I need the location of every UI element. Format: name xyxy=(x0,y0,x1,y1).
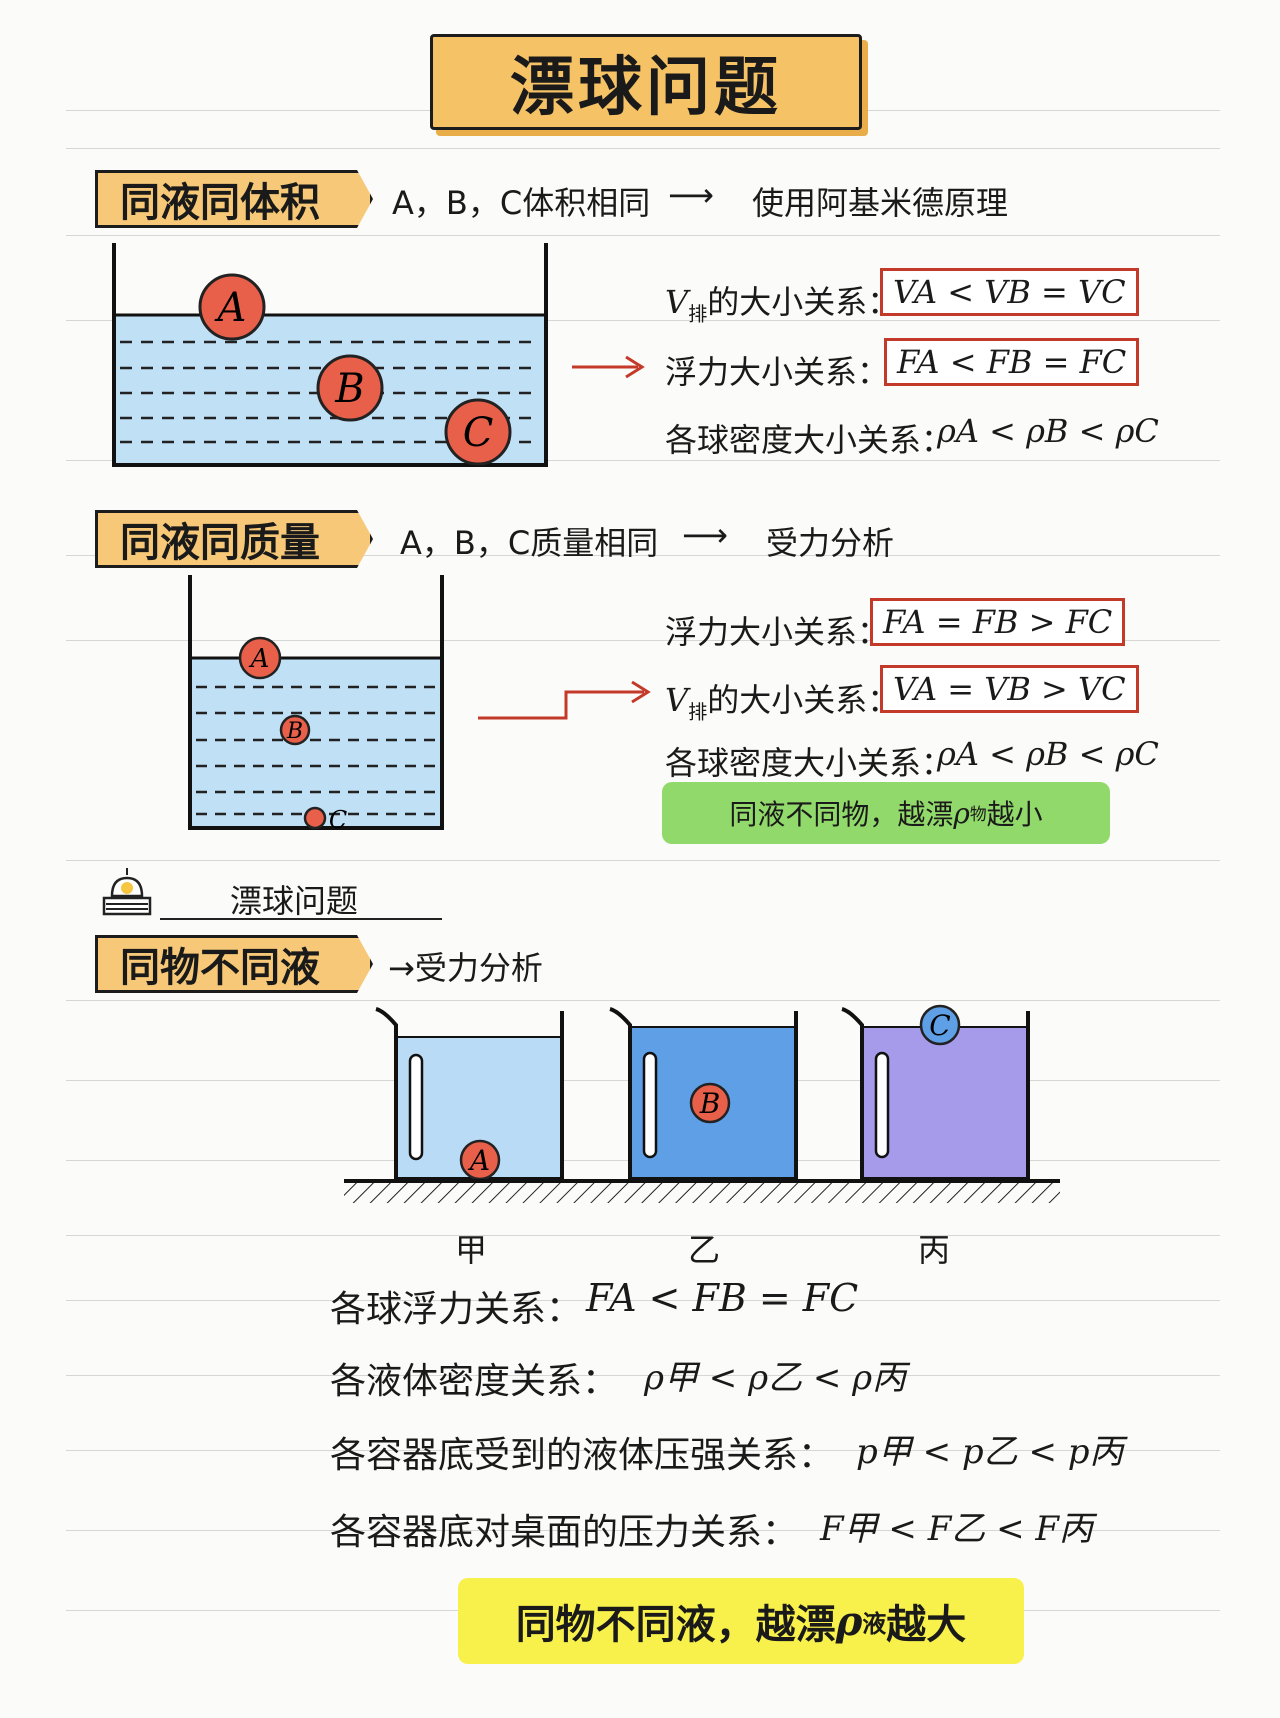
section2-tag: 同液同质量 xyxy=(95,510,373,568)
s3-line2-label: 各液体密度关系： xyxy=(330,1361,619,1402)
s2-row2-label: V排的大小关系： xyxy=(665,681,900,724)
ball-c-label: C xyxy=(929,1009,950,1042)
lamp-icon xyxy=(102,868,152,916)
ball-c xyxy=(303,806,327,830)
ball-a-label: A xyxy=(214,285,247,331)
ball-c xyxy=(444,398,512,466)
s3-line2-formula: ρ甲 < ρ乙 < ρ丙 xyxy=(644,1358,907,1398)
s1-row1-formula: VA < VB = VC xyxy=(880,268,1139,316)
s1-row2-formula: FA < FB = FC xyxy=(884,338,1140,386)
beaker-jia xyxy=(375,1007,564,1181)
section3-method: →受力分析 xyxy=(388,949,543,987)
beaker-bing xyxy=(841,1004,1030,1181)
beaker-label-yi: 乙 xyxy=(688,1231,721,1269)
mini-heading-underline xyxy=(160,918,442,920)
section1-tag: 同液同体积 xyxy=(95,170,373,228)
container-diagram-2: A B C xyxy=(188,575,444,834)
s1-row2-label: 浮力大小关系： xyxy=(665,353,890,391)
ball-a xyxy=(238,636,282,680)
page-title-box: 漂球问题 xyxy=(430,34,862,130)
ball-b-label: B xyxy=(334,366,364,412)
s1-row3-formula: ρA < ρB < ρC xyxy=(937,412,1159,450)
beaker-yi xyxy=(609,1007,798,1181)
s3-line3-formula: p甲 < p乙 < p丙 xyxy=(856,1432,1124,1472)
s2-row2-formula: VA = VB > VC xyxy=(880,665,1139,713)
section2-note: A，B，C质量相同 xyxy=(400,524,659,562)
arrow-step-icon xyxy=(478,680,651,720)
s1-row3-label: 各球密度大小关系： xyxy=(665,421,954,459)
section1-note: A，B，C体积相同 xyxy=(392,184,651,222)
ball-c-label: C xyxy=(463,410,494,456)
ball-b-label: B xyxy=(286,719,303,744)
ball-b xyxy=(279,714,311,746)
s3-line4-label: 各容器底对桌面的压力关系： xyxy=(330,1512,799,1553)
ball-c-label: C xyxy=(329,806,347,834)
container-diagram-1: A B C xyxy=(112,243,548,467)
ball-a xyxy=(198,273,266,341)
s3-line1-label: 各球浮力关系： xyxy=(330,1289,583,1330)
ball-b xyxy=(316,354,384,422)
section1-method: 使用阿基米德原理 xyxy=(752,184,1009,222)
beaker-label-jia: 甲 xyxy=(455,1231,488,1269)
page-title: 漂球问题 xyxy=(510,51,782,125)
s1-row1-label: V排的大小关系： xyxy=(665,283,900,326)
section2-method: 受力分析 xyxy=(766,524,895,562)
ground-hatch xyxy=(344,1183,1060,1203)
s2-row3-label: 各球密度大小关系： xyxy=(665,744,954,782)
s3-line1-formula: FA < FB = FC xyxy=(586,1276,859,1320)
section2-arrow: ⟶ xyxy=(682,516,728,554)
s3-line4-formula: F甲 < F乙 < F丙 xyxy=(820,1509,1093,1549)
s3-line3-label: 各容器底受到的液体压强关系： xyxy=(330,1435,835,1476)
section1-arrow: ⟶ xyxy=(668,176,714,214)
ball-a-label: A xyxy=(249,644,270,674)
beaker-label-bing: 丙 xyxy=(918,1231,951,1269)
s2-row3-formula: ρA < ρB < ρC xyxy=(937,735,1159,773)
section3-tag: 同物不同液 xyxy=(95,935,373,993)
beakers-diagram: A B C xyxy=(344,1004,1060,1203)
ball-b-label: B xyxy=(699,1087,721,1120)
arrow-right-icon xyxy=(572,355,645,379)
ball-a-label: A xyxy=(467,1144,490,1177)
mini-heading: 漂球问题 xyxy=(230,882,359,920)
s2-row1-label: 浮力大小关系： xyxy=(665,613,890,651)
s2-row1-formula: FA = FB > FC xyxy=(870,598,1126,646)
